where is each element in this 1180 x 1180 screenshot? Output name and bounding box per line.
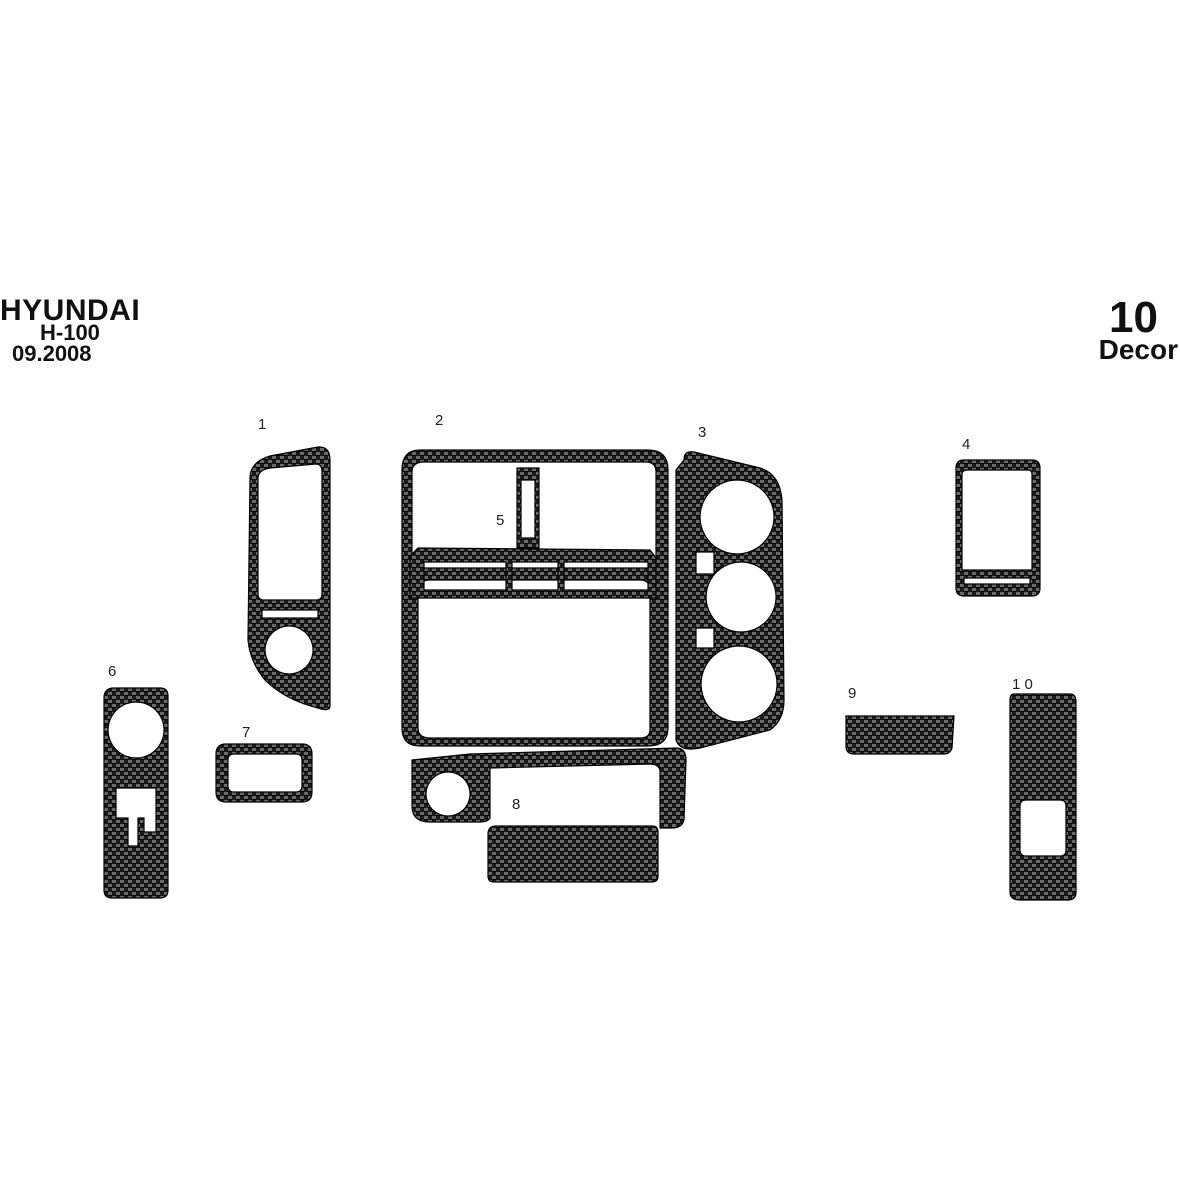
part-label-2: 2 [435, 412, 444, 429]
part-2[interactable] [401, 449, 669, 747]
part-label-10: 1 0 [1012, 676, 1033, 693]
part-label-4: 4 [962, 436, 971, 453]
lower-console-piece[interactable] [411, 747, 687, 829]
piece-count: 10 [1109, 293, 1158, 342]
part-7[interactable] [215, 743, 313, 803]
part-3[interactable] [675, 451, 785, 750]
model-date: 09.2008 [12, 341, 92, 366]
part-label-6: 6 [108, 663, 117, 680]
part-label-3: 3 [698, 424, 707, 441]
model-name: H-100 [40, 320, 100, 345]
part-4[interactable] [955, 459, 1041, 597]
part-label-5: 5 [496, 512, 505, 529]
part-6[interactable] [103, 687, 169, 899]
part-label-1: 1 [258, 416, 267, 433]
set-name: Decor [1098, 334, 1178, 365]
part-label-7: 7 [242, 724, 251, 741]
part-5[interactable] [516, 467, 540, 549]
part-8[interactable] [487, 825, 659, 883]
part-label-9: 9 [848, 685, 857, 702]
part-label-8: 8 [512, 796, 521, 813]
part-10[interactable] [1009, 693, 1077, 901]
part-1[interactable] [247, 446, 331, 711]
brand-title: HYUNDAI [0, 294, 141, 327]
part-9[interactable] [845, 715, 955, 755]
